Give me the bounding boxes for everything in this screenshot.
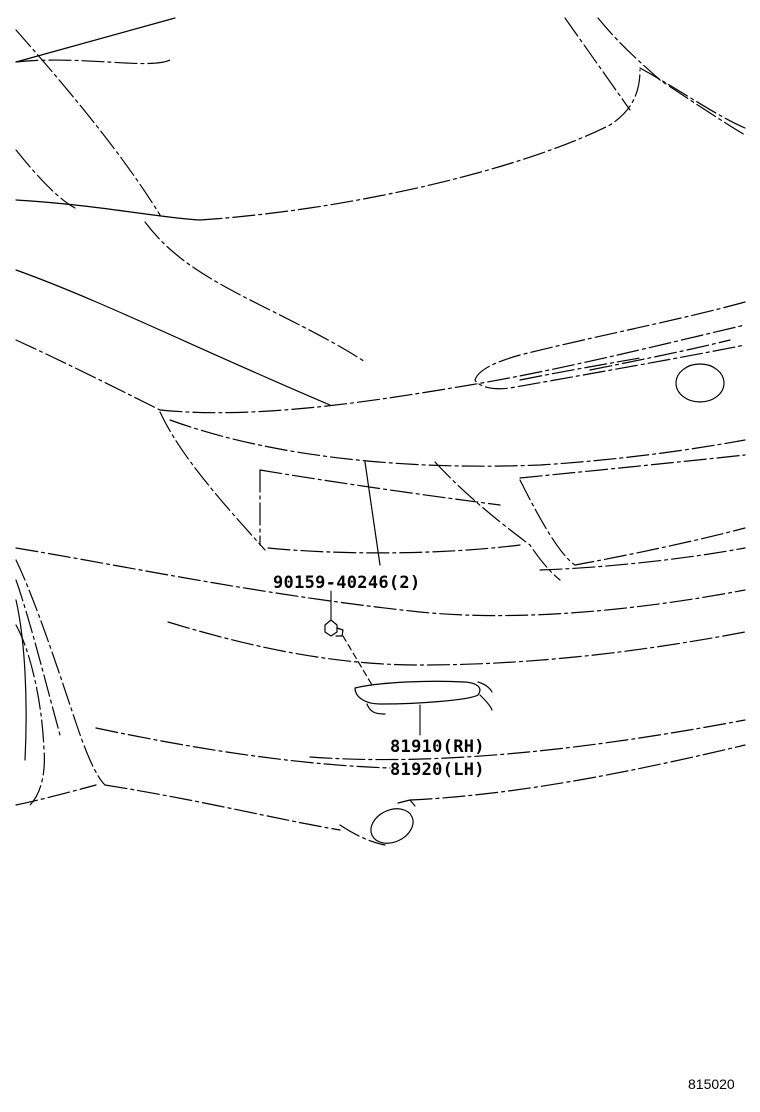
reflector-rh-part-number[interactable]: 81910(RH) [390, 737, 485, 757]
bolt-part[interactable] [324, 619, 344, 637]
tail-lamp-outline [159, 411, 746, 581]
side-reflector-part[interactable] [354, 680, 493, 715]
c-pillar-outline [564, 17, 746, 136]
roof-outline [15, 17, 641, 221]
trunk-lid-outline [15, 221, 746, 414]
bolt-part-number[interactable]: 90159-40246(2) [273, 573, 421, 593]
bolt-install-line [342, 635, 373, 686]
exhaust-tip [339, 799, 416, 846]
reflector-lh-part-number[interactable]: 81920(LH) [390, 760, 485, 780]
diagram-code: 815020 [688, 1076, 735, 1092]
rear-bumper-outline [15, 547, 746, 831]
